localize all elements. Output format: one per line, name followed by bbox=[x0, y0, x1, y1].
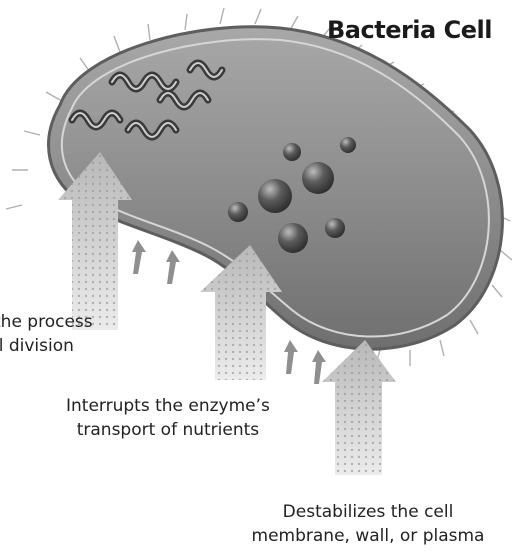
label-cell-division: the process ll division bbox=[0, 310, 93, 358]
label-enzyme-transport: Interrupts the enzyme’s transport of nut… bbox=[66, 394, 270, 442]
label-membrane-line1: Destabilizes the cell bbox=[218, 500, 512, 524]
arrow-membrane bbox=[322, 340, 396, 475]
label-cell-division-line2: ll division bbox=[0, 334, 93, 358]
label-enzyme-transport-line2: transport of nutrients bbox=[66, 418, 270, 442]
label-membrane: Destabilizes the cell membrane, wall, or… bbox=[218, 500, 512, 548]
label-membrane-line2: membrane, wall, or plasma bbox=[218, 524, 512, 548]
diagram-title: Bacteria Cell bbox=[327, 16, 492, 44]
label-enzyme-transport-line1: Interrupts the enzyme’s bbox=[66, 394, 270, 418]
label-cell-division-line1: the process bbox=[0, 310, 93, 334]
